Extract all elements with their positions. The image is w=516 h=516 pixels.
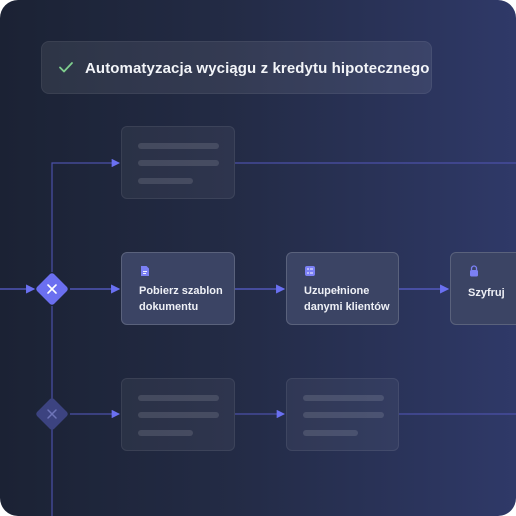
placeholder-line	[138, 430, 193, 436]
document-icon	[141, 266, 149, 276]
gateway-active[interactable]	[34, 271, 70, 307]
connector-upper-branch	[51, 158, 121, 272]
placeholder-line	[138, 160, 219, 166]
step-label-line: dokumentu	[139, 301, 199, 313]
step-label-line: Pobierz szablon	[139, 285, 223, 297]
checklist-icon	[305, 266, 315, 276]
placeholder-step-lower-2	[286, 378, 399, 451]
step-label-line: Uzupełnione	[304, 285, 370, 297]
step-label-line: danymi klientów	[304, 301, 390, 313]
lock-icon	[470, 265, 478, 277]
workflow-title-banner: Automatyzacja wyciągu z kredytu hipotecz…	[41, 41, 432, 94]
close-icon	[47, 284, 57, 294]
step-label: Uzupełnione danymi klientów	[304, 283, 390, 315]
step-card-fill-client-data[interactable]: Uzupełnione danymi klientów	[286, 252, 399, 325]
gateway-dimmed[interactable]	[34, 396, 70, 432]
placeholder-line	[303, 395, 384, 401]
placeholder-line	[138, 143, 219, 149]
workflow-title: Automatyzacja wyciągu z kredytu hipotecz…	[85, 60, 430, 77]
placeholder-line	[138, 395, 219, 401]
check-icon	[59, 62, 73, 73]
placeholder-line	[303, 430, 358, 436]
placeholder-line	[303, 412, 384, 418]
placeholder-step-lower-1	[121, 378, 235, 451]
step-label: Pobierz szablon dokumentu	[139, 283, 223, 315]
placeholder-line	[138, 178, 193, 184]
close-icon	[47, 409, 57, 419]
step-label-line: Szyfruj	[468, 287, 505, 299]
step-card-download-template[interactable]: Pobierz szablon dokumentu	[121, 252, 235, 325]
step-label: Szyfruj	[468, 285, 505, 301]
placeholder-line	[138, 412, 219, 418]
placeholder-step-upper	[121, 126, 235, 199]
step-card-encrypt[interactable]: Szyfruj	[450, 252, 516, 325]
